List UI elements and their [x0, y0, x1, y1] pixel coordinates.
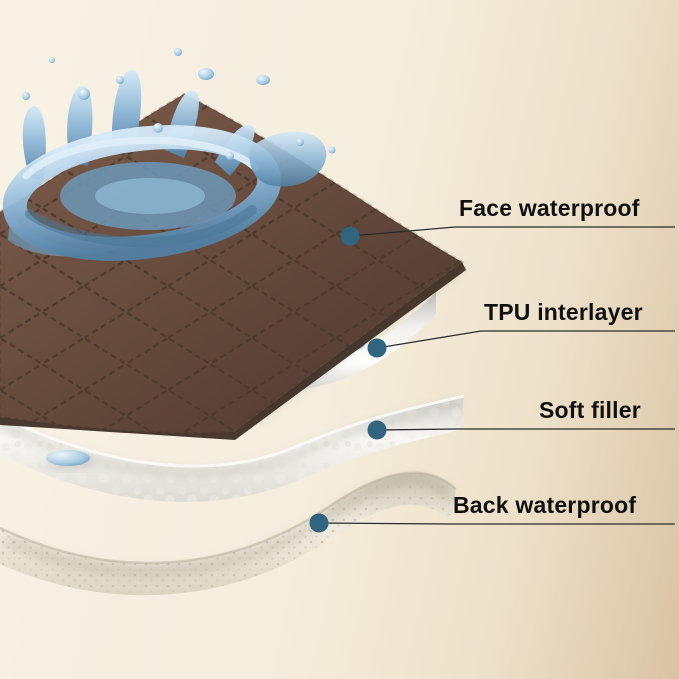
leader-line-face-waterproof — [349, 226, 675, 237]
callout-dot-face-waterproof — [340, 226, 360, 246]
callout-dot-tpu-interlayer — [367, 338, 387, 358]
callout-dot-back-waterproof — [309, 513, 329, 533]
leader-line-back-waterproof — [318, 522, 675, 525]
callout-dots — [309, 226, 387, 533]
label-back-waterproof: Back waterproof — [453, 492, 637, 518]
leader-line-soft-filler — [376, 428, 675, 431]
label-face-waterproof: Face waterproof — [459, 195, 640, 221]
callout-lines — [318, 226, 675, 525]
soft-filler-layer — [0, 394, 465, 502]
label-soft-filler: Soft filler — [539, 397, 641, 423]
back-waterproof-layer — [0, 471, 457, 596]
callout-dot-soft-filler — [367, 420, 387, 440]
water-droplet — [46, 450, 90, 466]
leader-line-tpu-interlayer — [376, 330, 675, 349]
label-tpu-interlayer: TPU interlayer — [484, 299, 643, 325]
water-splash — [2, 48, 336, 261]
